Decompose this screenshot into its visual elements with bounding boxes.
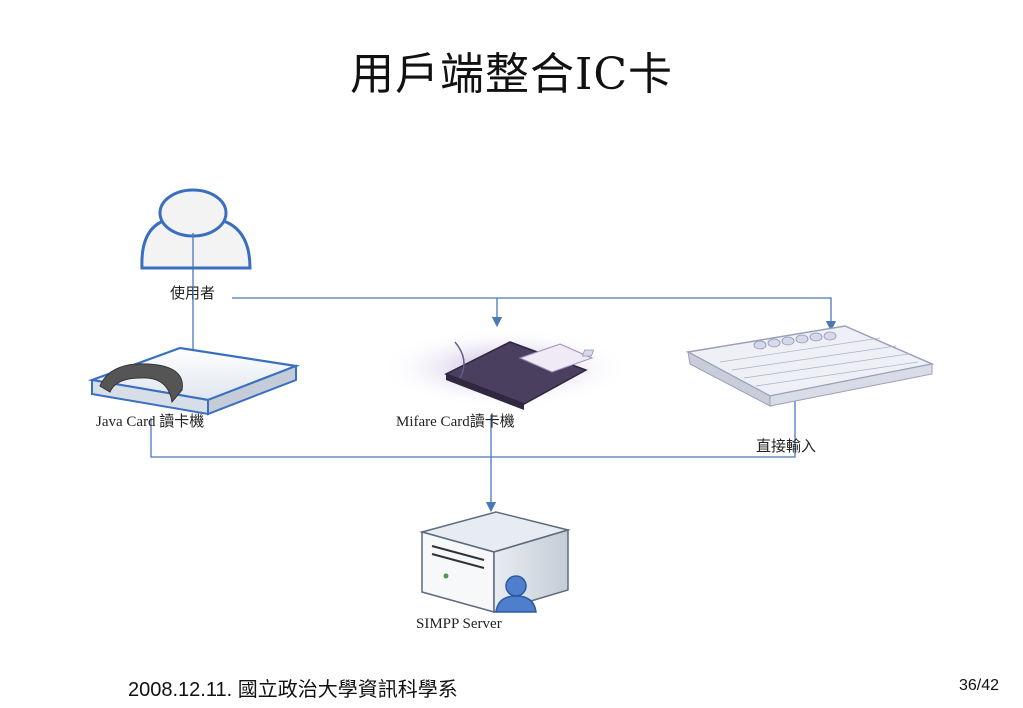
connectors bbox=[150, 233, 837, 513]
mifare-reader-icon bbox=[380, 328, 630, 410]
user-icon bbox=[140, 188, 252, 270]
server-label: SIMPP Server bbox=[416, 616, 502, 632]
footer-date-institution: 2008.12.11. 國立政治大學資訊科學系 bbox=[128, 679, 458, 701]
page-number: 36/42 bbox=[958, 677, 999, 694]
server-icon bbox=[419, 511, 571, 614]
direct-input-label: 直接輸入 bbox=[756, 438, 816, 455]
java-card-reader-icon bbox=[87, 346, 301, 416]
java-card-label: Java Card 讀卡機 bbox=[96, 413, 204, 430]
bottom-bus-line bbox=[150, 400, 796, 458]
keyboard-icon bbox=[581, 325, 935, 407]
slide-title: 用戶端整合IC卡 bbox=[349, 49, 674, 100]
mifare-card-label: Mifare Card讀卡機 bbox=[396, 413, 515, 430]
user-to-keyboard-arrow bbox=[232, 297, 837, 332]
